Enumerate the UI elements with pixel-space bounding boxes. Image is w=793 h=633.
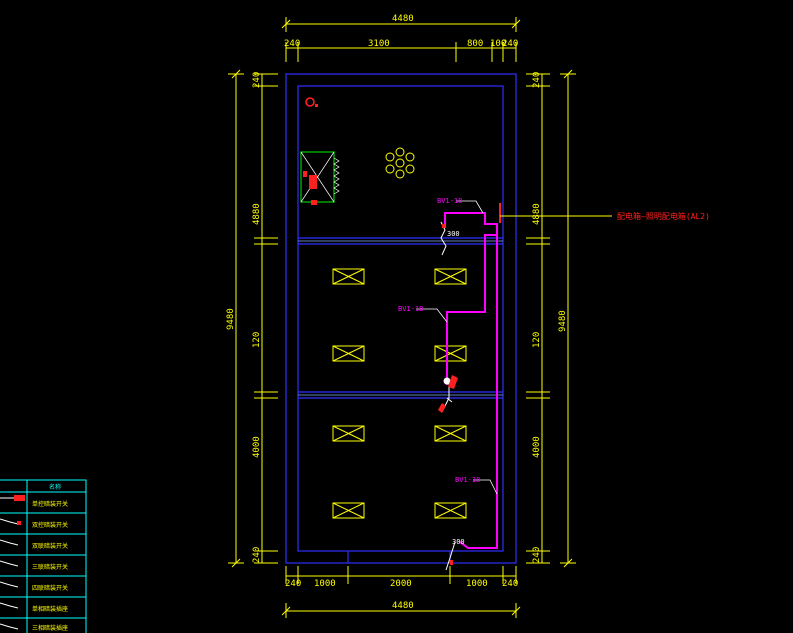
chandelier-icon	[385, 147, 415, 179]
bottom-dim-3: 2000	[390, 579, 412, 589]
right-dim-3: 120	[532, 332, 542, 348]
right-dim-4: 4000	[532, 436, 542, 458]
circuit-label-1: BV1-18	[437, 197, 462, 205]
left-dim-4: 4000	[252, 436, 262, 458]
top-dim-4: 100	[490, 39, 506, 49]
exhaust-fan-icon	[300, 151, 340, 205]
light-fixture-3	[332, 345, 365, 362]
bottom-dim-5: 240	[502, 579, 518, 589]
left-dim-2: 4880	[252, 203, 262, 225]
bottom-dim-2: 1000	[314, 579, 336, 589]
top-dim-2: 3100	[368, 39, 390, 49]
wiring-circuits	[444, 212, 498, 549]
left-dimensions	[228, 69, 278, 568]
left-dim-5: 240	[252, 547, 262, 563]
height-label-2: 300	[452, 538, 465, 546]
legend-row-1: 单控暗装开关	[32, 500, 68, 508]
height-label-1: 300	[447, 230, 460, 238]
left-dim-3: 120	[252, 332, 262, 348]
legend-row-2: 双控暗装开关	[32, 521, 68, 529]
circuit-label-3: BV1-18	[455, 476, 480, 484]
building-walls	[285, 73, 517, 564]
bottom-dim-4: 1000	[466, 579, 488, 589]
right-dim-2: 4880	[532, 203, 542, 225]
bottom-dim-1: 240	[285, 579, 301, 589]
right-dim-5: 240	[532, 547, 542, 563]
circuit-label-2: BV1-18	[398, 305, 423, 313]
top-dimensions	[281, 17, 521, 62]
legend-table: 名称 单控暗装开关 双控暗装开关 双联暗装开关 三联暗装开关 四联暗装开关 单相…	[0, 479, 87, 633]
light-fixture-5	[332, 425, 365, 442]
ceiling-lights	[332, 268, 467, 519]
top-total-dim: 4480	[392, 14, 414, 24]
legend-row-3: 双联暗装开关	[32, 542, 68, 550]
light-fixture-8	[434, 502, 467, 519]
switch-red-marks	[438, 224, 458, 565]
bottom-dimensions	[281, 566, 521, 618]
light-fixture-2	[434, 268, 467, 285]
right-dim-1: 240	[532, 72, 542, 88]
light-fixture-4	[434, 345, 467, 362]
left-dim-1: 240	[252, 72, 262, 88]
top-dim-3: 800	[467, 39, 483, 49]
smoke-detector-icon	[305, 97, 318, 107]
light-fixture-6	[434, 425, 467, 442]
left-total-dim: 9480	[226, 308, 236, 330]
legend-row-7: 三相暗装插座	[32, 624, 68, 632]
legend-row-5: 四联暗装开关	[32, 584, 68, 592]
bottom-total-dim: 4480	[392, 601, 414, 611]
legend-symbols	[0, 495, 25, 630]
legend-header: 名称	[49, 483, 61, 491]
right-dimensions	[526, 69, 576, 568]
right-total-dim: 9480	[558, 310, 568, 332]
legend-row-6: 单相暗装插座	[32, 605, 68, 613]
legend-row-4: 三联暗装开关	[32, 563, 68, 571]
light-fixture-7	[332, 502, 365, 519]
top-dim-5: 240	[502, 39, 518, 49]
panel-label: 配电箱—照明配电箱(AL2)	[617, 211, 710, 221]
top-dim-1: 240	[284, 39, 300, 49]
light-fixture-1	[332, 268, 365, 285]
